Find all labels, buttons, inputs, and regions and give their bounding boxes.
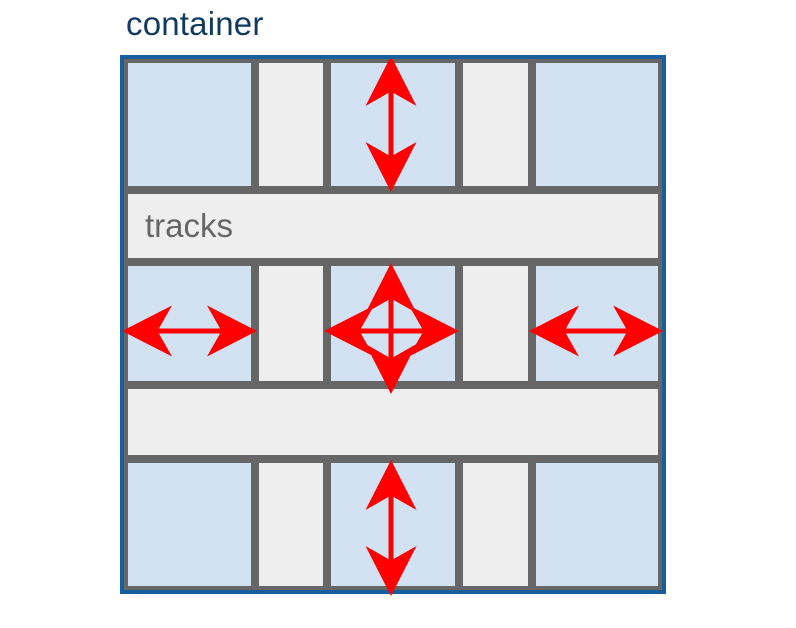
grid-cell-r1c1	[124, 59, 255, 190]
grid-gap-r1c4	[459, 59, 532, 190]
grid-cell-r3c1	[124, 262, 255, 385]
grid-gap-r3c2	[255, 262, 327, 385]
grid-gap-r3c4	[459, 262, 532, 385]
tracks-label: tracks	[145, 207, 234, 244]
grid-cell-r5c5	[532, 459, 662, 590]
grid-cell-r1c5	[532, 59, 662, 190]
grid-gap-r5c4	[459, 459, 532, 590]
track-row-tracks: tracks	[124, 190, 662, 262]
grid-cell-r1c3	[327, 59, 459, 190]
grid-gap-r5c2	[255, 459, 327, 590]
grid-container: tracks	[120, 55, 666, 597]
container-label: container	[126, 5, 264, 42]
grid-cell-r3c3	[327, 262, 459, 385]
grid-track-layout: tracks	[124, 59, 662, 590]
grid-cell-r5c3	[327, 459, 459, 590]
grid-cell-r3c5	[532, 262, 662, 385]
grid-gap-r1c2	[255, 59, 327, 190]
track-row-secondary	[124, 385, 662, 459]
grid-cell-r5c1	[124, 459, 255, 590]
